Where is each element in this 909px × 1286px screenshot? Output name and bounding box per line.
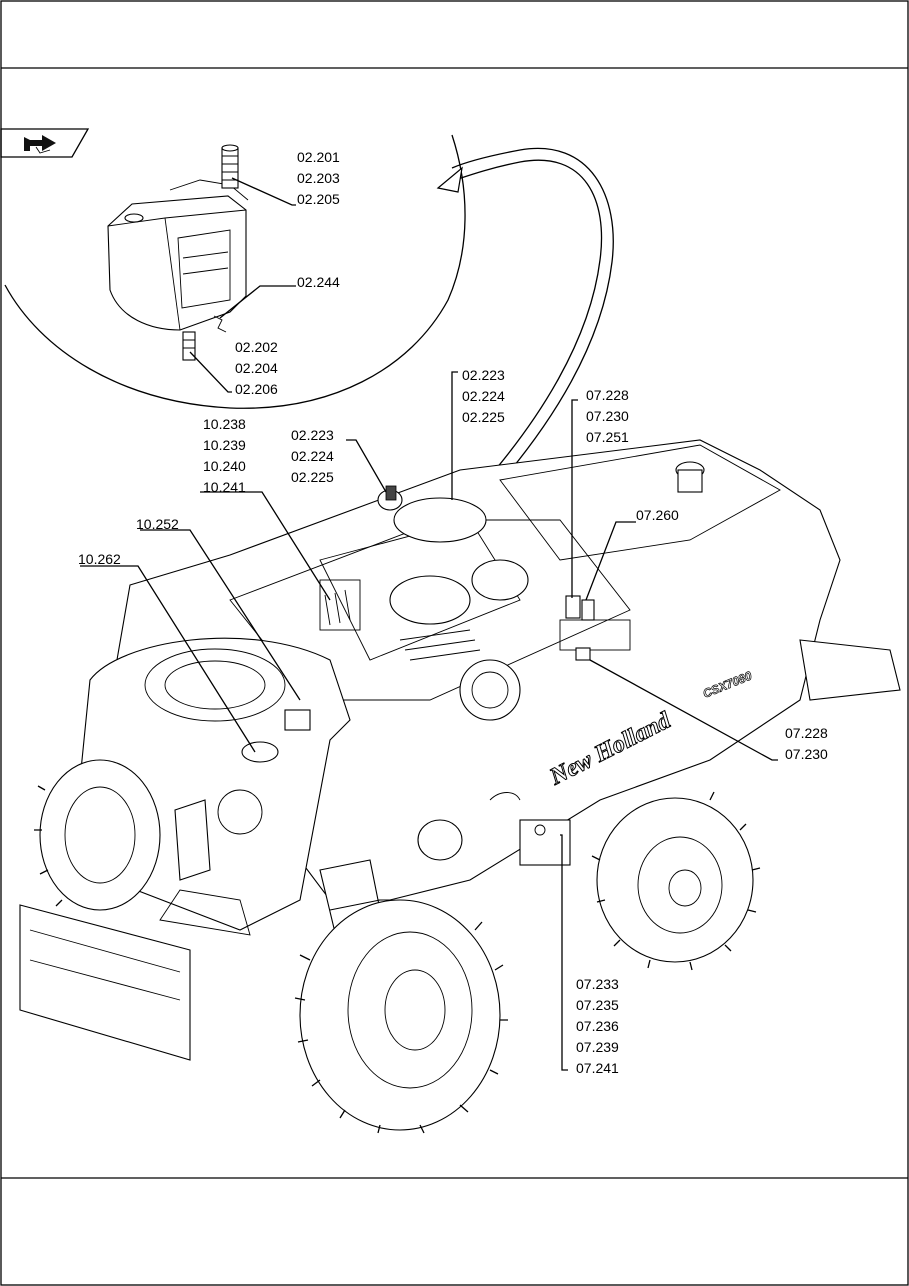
callout-label: 07.251 — [586, 429, 629, 445]
callout-label: 10.238 — [203, 416, 246, 432]
callout-label: 02.204 — [235, 360, 278, 376]
callout-label: 10.262 — [78, 551, 121, 567]
callout-air-filter-rear: 02.223 02.224 02.225 — [462, 367, 505, 425]
callout-label: 07.260 — [636, 507, 679, 523]
callout-tank-fitting: 02.244 — [297, 274, 340, 290]
callout-label: 02.225 — [291, 469, 334, 485]
callout-label: 10.240 — [203, 458, 246, 474]
callout-engine-group: 10.238 10.239 10.240 10.241 — [203, 416, 246, 495]
callout-label: 07.239 — [576, 1039, 619, 1055]
callout-label: 07.241 — [576, 1060, 619, 1076]
leader-lines — [80, 177, 778, 1071]
callout-filters-top: 07.228 07.230 07.251 — [586, 387, 629, 445]
detail-circle-outline — [4, 134, 466, 409]
callout-valve-260: 07.260 — [636, 507, 679, 523]
callout-label: 02.223 — [462, 367, 505, 383]
detail-arrow — [436, 147, 614, 499]
callout-label: 02.225 — [462, 409, 505, 425]
callout-cab-roof: 10.252 — [136, 516, 179, 532]
callout-fuel-cap: 02.201 02.203 02.205 — [297, 149, 340, 207]
callout-label: 02.224 — [462, 388, 505, 404]
callout-label: 07.228 — [785, 725, 828, 741]
callout-label: 02.203 — [297, 170, 340, 186]
callout-side-panel: 07.233 07.235 07.236 07.239 07.241 — [576, 976, 619, 1076]
callout-label: 10.241 — [203, 479, 246, 495]
callout-label: 02.201 — [297, 149, 340, 165]
return-arrow-icon[interactable] — [0, 128, 90, 158]
callout-label: 02.206 — [235, 381, 278, 397]
callout-label: 10.239 — [203, 437, 246, 453]
callout-label: 07.236 — [576, 1018, 619, 1034]
callout-label: 07.230 — [785, 746, 828, 762]
callout-cab-dome: 10.262 — [78, 551, 121, 567]
callout-label: 07.235 — [576, 997, 619, 1013]
callout-label: 02.223 — [291, 427, 334, 443]
callout-label: 02.244 — [297, 274, 340, 290]
callout-label: 10.252 — [136, 516, 179, 532]
callout-label: 02.205 — [297, 191, 340, 207]
fuel-tank-drawing — [107, 144, 249, 361]
callout-label: 07.228 — [586, 387, 629, 403]
callout-air-filter-front: 02.223 02.224 02.225 — [291, 427, 334, 485]
callout-tank-drain: 02.202 02.204 02.206 — [235, 339, 278, 397]
callout-label: 07.233 — [576, 976, 619, 992]
callout-label: 02.202 — [235, 339, 278, 355]
callout-label: 07.230 — [586, 408, 629, 424]
combine-harvester-drawing: New Holland CSX7080 — [19, 439, 901, 1134]
callout-label: 02.224 — [291, 448, 334, 464]
callout-side-valve: 07.228 07.230 — [785, 725, 828, 762]
